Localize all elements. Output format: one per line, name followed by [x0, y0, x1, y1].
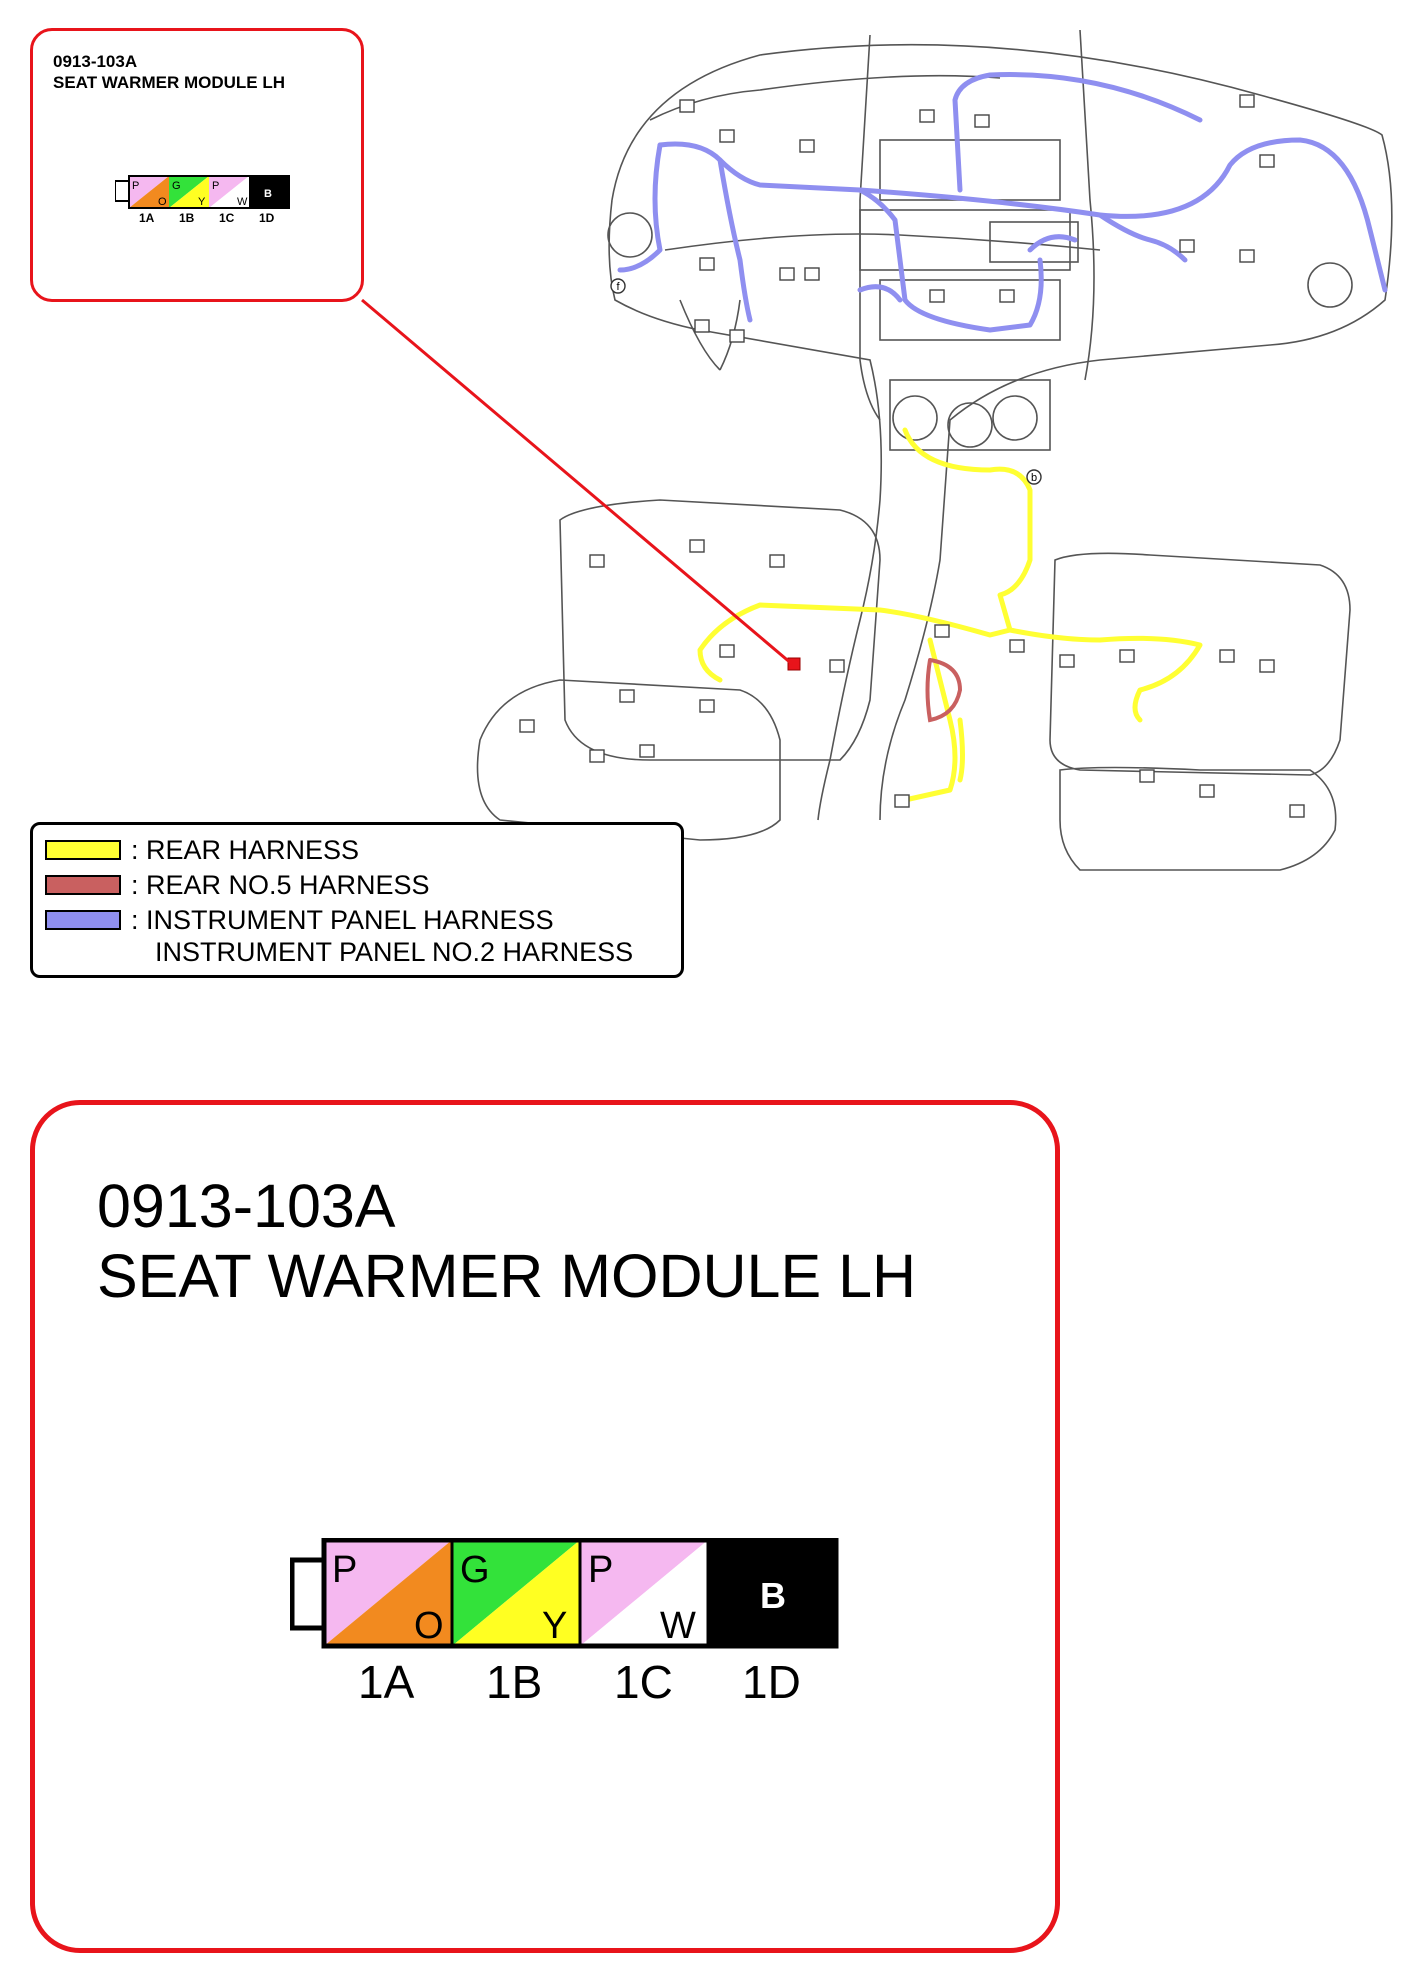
legend-swatch [45, 875, 121, 895]
svg-text:G: G [460, 1549, 490, 1591]
svg-text:B: B [760, 1575, 786, 1616]
legend-label: : REAR HARNESS [131, 835, 360, 865]
callout-connector-code: 0913-103A [53, 52, 138, 71]
pin-1D: B 1D [708, 1540, 836, 1708]
legend-item-instrument-panel-harness: : INSTRUMENT PANEL HARNESS [45, 905, 554, 935]
harness-legend: : REAR HARNESS : REAR NO.5 HARNESS : INS… [30, 822, 684, 978]
pin-1B: G Y 1B [452, 1540, 580, 1708]
small-pin-1B: G Y 1B [169, 176, 209, 225]
svg-text:Y: Y [198, 196, 206, 208]
svg-text:1B: 1B [486, 1656, 542, 1708]
svg-text:P: P [332, 1549, 357, 1591]
small-pin-1D: B 1D [249, 176, 289, 225]
svg-text:b: b [1031, 472, 1037, 484]
svg-text:W: W [237, 196, 248, 208]
legend-swatch [45, 840, 121, 860]
legend-item-rear-no5-harness: : REAR NO.5 HARNESS [45, 870, 430, 900]
legend-label-instrument-panel-no2: INSTRUMENT PANEL NO.2 HARNESS [155, 937, 634, 967]
legend-label: : REAR NO.5 HARNESS [131, 870, 430, 900]
svg-text:1D: 1D [259, 211, 275, 225]
vehicle-wiring-diagram: b f [361, 29, 1393, 871]
small-connector-face: P O 1A G Y 1B P W 1C B 1D [115, 175, 290, 225]
svg-text:B: B [264, 188, 272, 200]
marker-f: f [610, 278, 626, 294]
svg-text:P: P [588, 1549, 613, 1591]
callout-connector-name: SEAT WARMER MODULE LH [53, 73, 286, 92]
svg-text:f: f [616, 281, 620, 293]
connector-detail-panel: 0913-103A SEAT WARMER MODULE LH P O 1A G… [30, 1100, 1060, 1953]
connector-code: 0913-103A [97, 1172, 396, 1240]
svg-text:O: O [414, 1605, 444, 1647]
small-pin-1A: P O 1A [129, 176, 169, 225]
svg-text:1C: 1C [219, 211, 235, 225]
connector-name: SEAT WARMER MODULE LH [97, 1242, 917, 1310]
pin-1C: P W 1C [580, 1540, 708, 1708]
connector-callout: 0913-103A SEAT WARMER MODULE LH P O 1A G… [30, 28, 364, 302]
legend-label: : INSTRUMENT PANEL HARNESS [131, 905, 554, 935]
svg-text:G: G [172, 180, 181, 192]
svg-text:W: W [660, 1605, 696, 1647]
svg-text:1C: 1C [614, 1656, 673, 1708]
svg-text:1A: 1A [139, 211, 155, 225]
svg-text:Y: Y [542, 1605, 567, 1647]
small-pin-1C: P W 1C [209, 176, 249, 225]
legend-item-rear-harness: : REAR HARNESS [45, 835, 359, 865]
svg-text:O: O [158, 196, 167, 208]
svg-text:1B: 1B [179, 211, 195, 225]
pin-1A: P O 1A [324, 1540, 452, 1708]
legend-swatch [45, 910, 121, 930]
svg-text:1A: 1A [358, 1656, 415, 1708]
svg-text:P: P [132, 180, 139, 192]
marker-b: b [1026, 469, 1042, 485]
svg-text:1D: 1D [742, 1656, 801, 1708]
svg-text:P: P [212, 180, 219, 192]
large-connector-face: P O 1A G Y 1B P W 1C B 1D [290, 1538, 839, 1708]
